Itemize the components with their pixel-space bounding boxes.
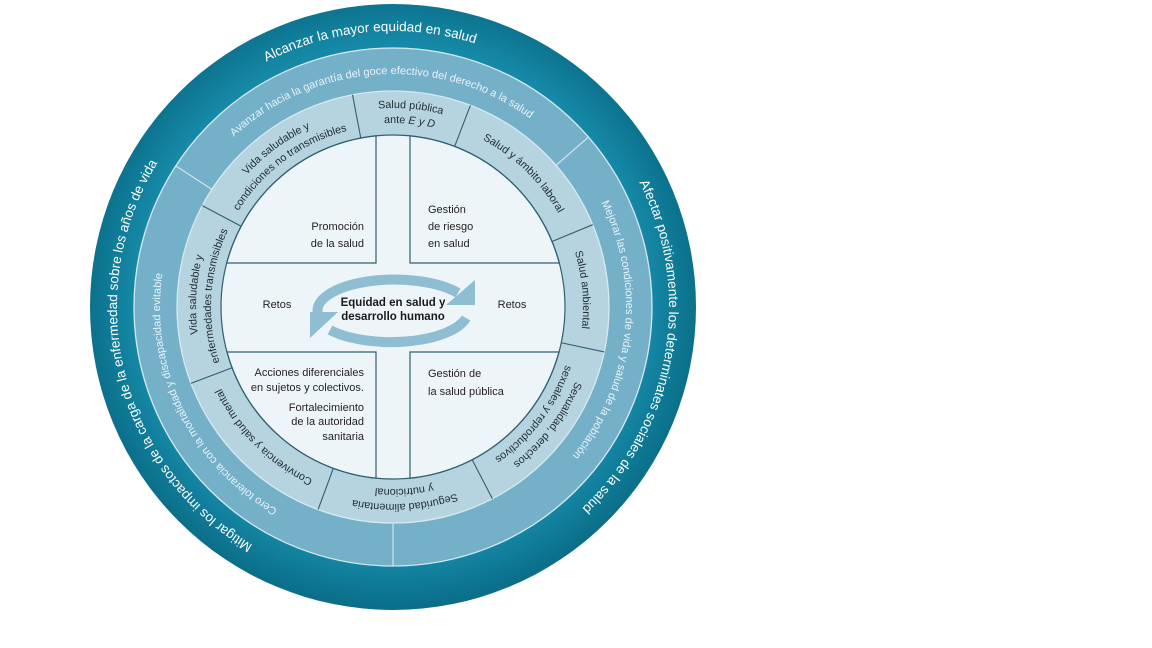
dimension-divider <box>471 459 493 500</box>
quadrant-text-line: la salud pública <box>428 386 505 398</box>
quadrant-top-right-text: Gestión de riesgo en salud <box>428 204 473 250</box>
lower-arrowhead-icon <box>310 312 338 338</box>
quadrant-bottom-left-text: Acciones diferenciales en sujetos y cole… <box>251 367 365 443</box>
objective-divider <box>555 136 589 166</box>
dimension-divider <box>317 468 334 510</box>
quadrant-text-line: sanitaria <box>322 431 364 443</box>
dimension-divider <box>454 105 471 147</box>
quadrant-text-line: Promoción <box>311 221 364 233</box>
quadrant-text-line: Gestión de <box>428 368 481 380</box>
quadrant-text-line: Fortalecimiento <box>289 402 364 414</box>
quadrant-text-line: Gestión <box>428 204 466 216</box>
center-title: Equidad en salud y desarrollo humano <box>341 297 446 323</box>
center-title-line: Equidad en salud y <box>341 297 446 309</box>
segment-dividers <box>175 94 605 566</box>
quadrant-text-line: en salud <box>428 238 470 250</box>
dimension-divider <box>561 342 605 353</box>
lower-arrow-arc <box>327 315 471 348</box>
cycle-arrows-icon <box>310 274 475 348</box>
inner-circle <box>220 134 566 480</box>
quadrant-bottom-left <box>226 351 377 479</box>
quadrant-top-right <box>409 135 561 264</box>
dimension-divider <box>551 224 593 242</box>
dimension-divider <box>202 205 242 227</box>
upper-arrow-arc <box>312 274 461 316</box>
dimension-divider <box>190 367 233 384</box>
quadrant-top-left-text: Promoción de la salud <box>311 221 364 250</box>
quadrant-bottom-right-text: Gestión de la salud pública <box>428 368 505 398</box>
upper-arrowhead-icon <box>446 280 475 305</box>
quadrant-text-line: Acciones diferenciales <box>255 367 365 379</box>
quadrant-text-line: en sujetos y colectivos. <box>251 382 364 394</box>
quadrant-text-line: de la autoridad <box>291 416 364 428</box>
quadrant-bottom-right <box>409 351 560 479</box>
quadrant-text-line: de riesgo <box>428 221 473 233</box>
center-title-line: desarrollo humano <box>341 311 445 323</box>
challenges-label-left: Retos <box>263 299 292 311</box>
challenges-label-right: Retos <box>498 299 527 311</box>
quadrant-top-left <box>225 135 377 264</box>
quadrant-text-line: de la salud <box>311 238 364 250</box>
dimension-divider <box>351 94 362 139</box>
objective-divider <box>175 165 213 190</box>
